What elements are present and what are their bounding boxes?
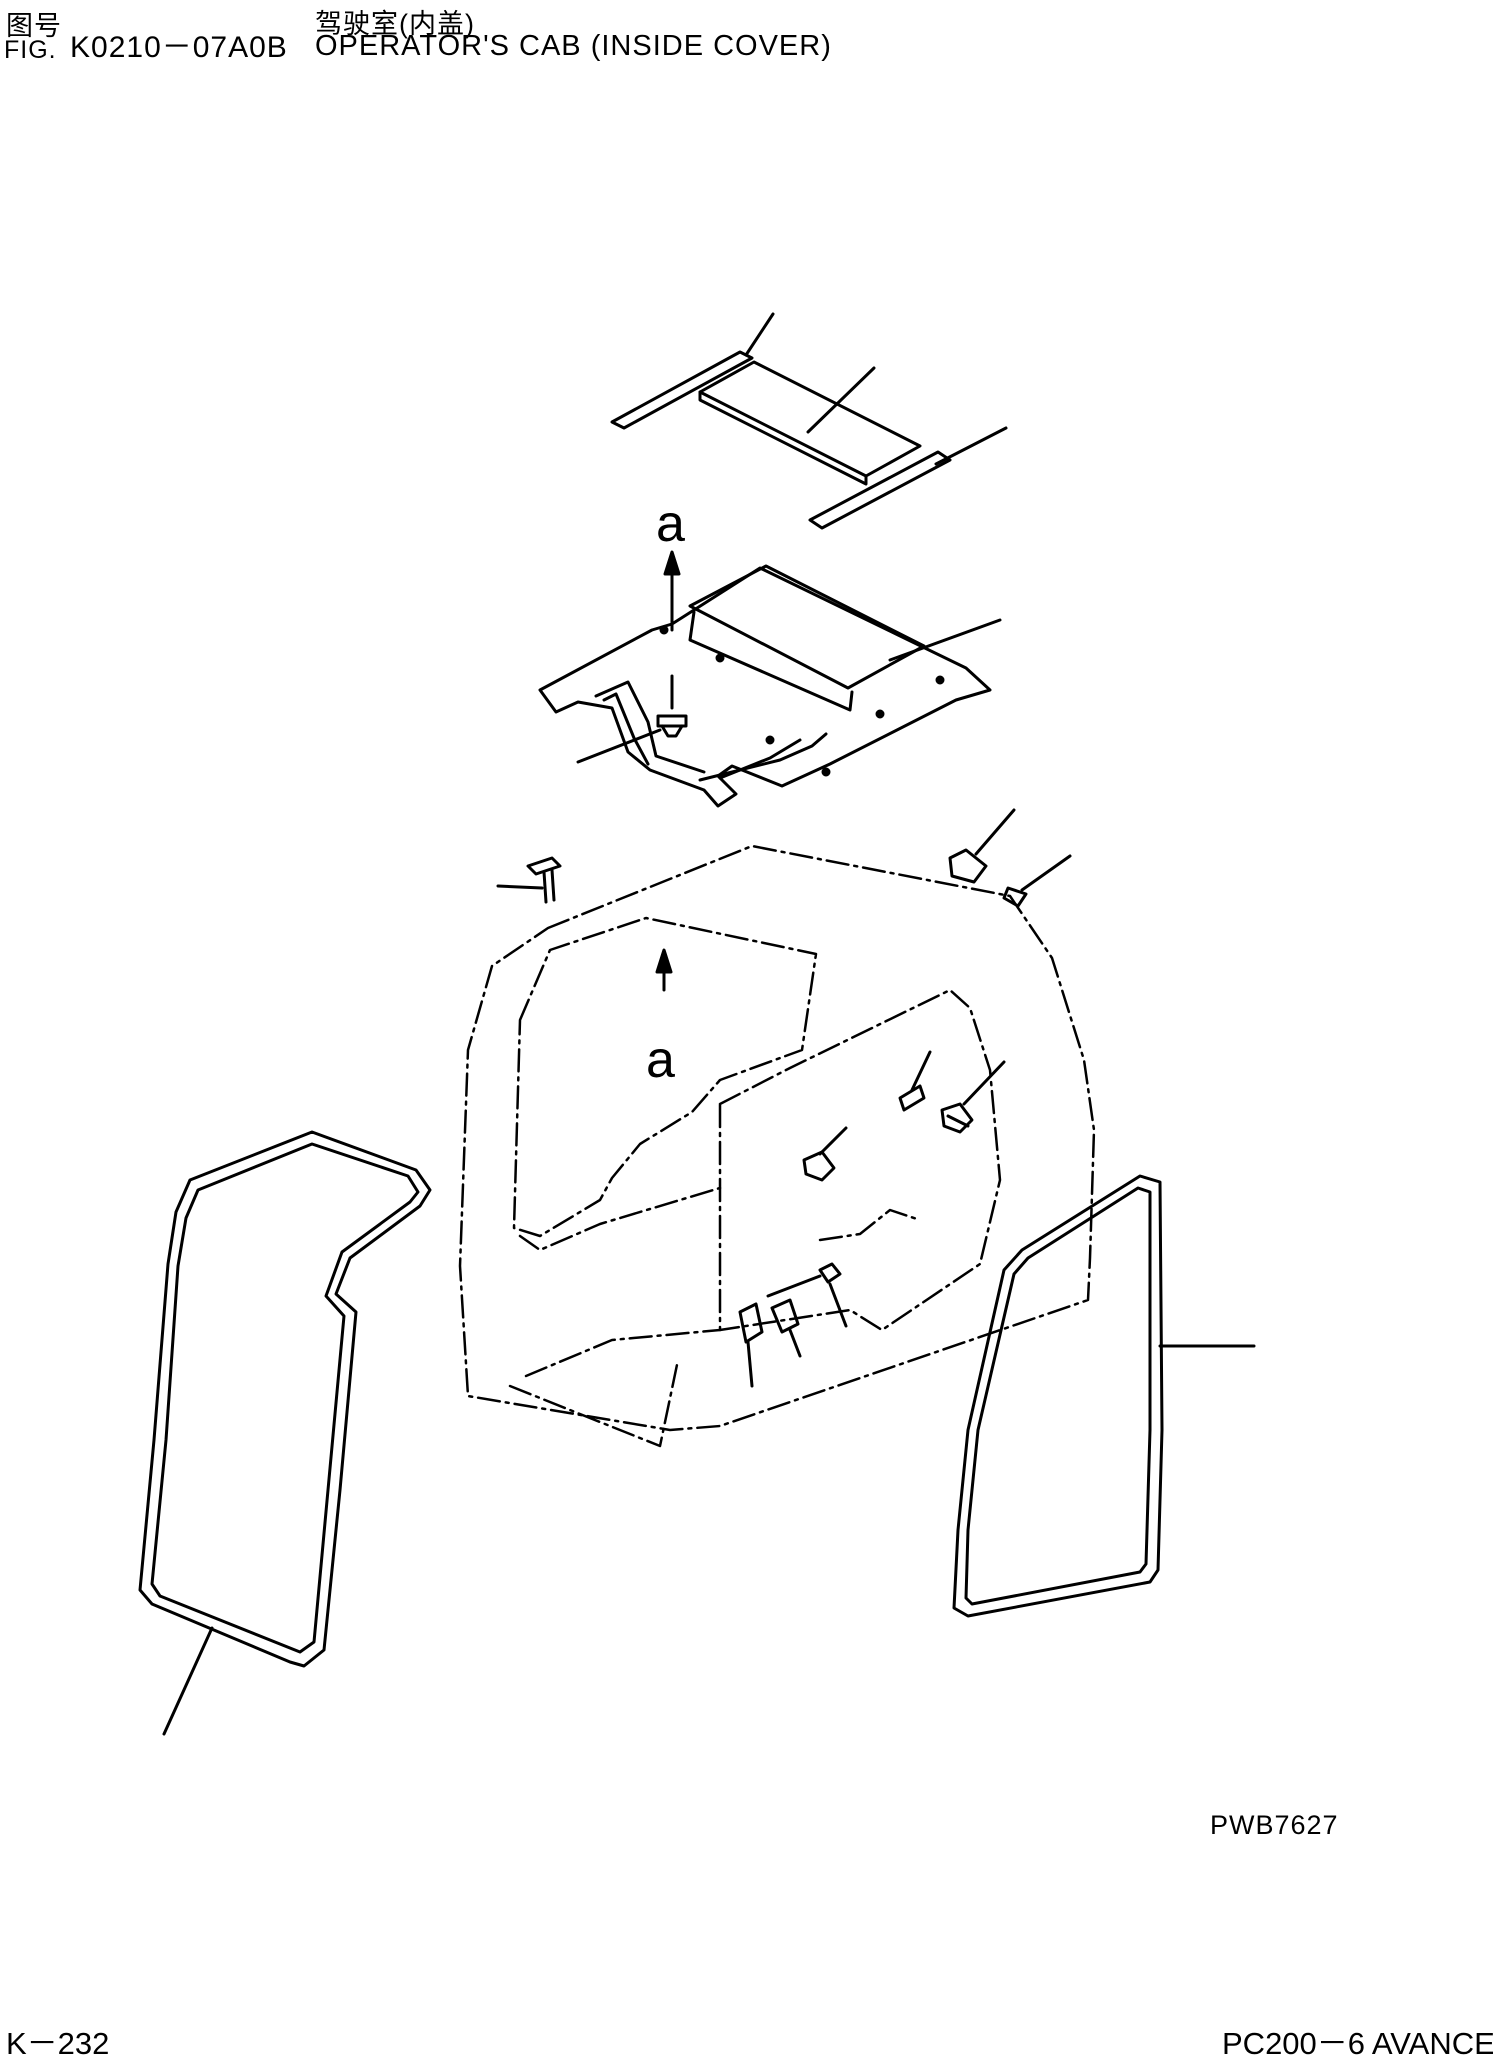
leader-bolt-upper-left bbox=[496, 884, 544, 890]
machine-model: PC200－6 AVANCE bbox=[1222, 2026, 1493, 2061]
strip-left bbox=[610, 350, 754, 430]
arrow-a-bottom-head bbox=[655, 948, 673, 974]
cab-hardware bbox=[738, 1050, 1006, 1388]
callout-a-top: a bbox=[656, 495, 685, 553]
leader-cab-latch bbox=[910, 1050, 932, 1092]
leader-bracket bbox=[974, 808, 1016, 856]
seal-right bbox=[952, 1174, 1256, 1618]
leader-cab-bolt-right bbox=[962, 1060, 1006, 1106]
leader-strip-left bbox=[744, 312, 775, 357]
arrow-a-top-head bbox=[663, 550, 681, 576]
fig-label-zh: 图号 bbox=[6, 11, 62, 41]
leader-pad-sheet bbox=[806, 366, 876, 434]
drawing-id: PWB7627 bbox=[1210, 1810, 1339, 1840]
callout-a-bottom: a bbox=[646, 1031, 675, 1089]
clip-fastener bbox=[576, 674, 688, 764]
leader-cab-bolt-low bbox=[828, 1282, 848, 1328]
title-chinese: 驾驶室(内盖) bbox=[315, 9, 475, 39]
fig-label-en: FIG. bbox=[4, 36, 57, 64]
leader-seal-left bbox=[162, 1626, 214, 1736]
cover-strips-group bbox=[610, 312, 1008, 530]
leader-plate-right bbox=[788, 1328, 802, 1358]
cab-frame bbox=[458, 844, 1096, 1448]
figure-code: K0210－07A0B bbox=[70, 31, 288, 64]
pad-sheet-edge bbox=[698, 390, 868, 486]
title-english: OPERATOR'S CAB (INSIDE COVER) bbox=[315, 30, 832, 62]
pad-sheet bbox=[698, 360, 922, 478]
page-number: K－232 bbox=[6, 2026, 110, 2061]
inside-cover bbox=[538, 564, 1002, 808]
leader-cab-bolt-left bbox=[818, 1126, 848, 1156]
leader-plate-left bbox=[746, 1340, 754, 1388]
strip-right bbox=[808, 450, 952, 530]
bolt-upper-left bbox=[496, 856, 562, 904]
bracket-upper-right bbox=[948, 808, 1072, 908]
leader-clip bbox=[576, 728, 662, 764]
leader-strip-right bbox=[934, 426, 1008, 466]
leader-inside-cover bbox=[888, 618, 1002, 662]
seal-left bbox=[138, 1130, 432, 1736]
leader-grommet bbox=[1020, 854, 1072, 892]
